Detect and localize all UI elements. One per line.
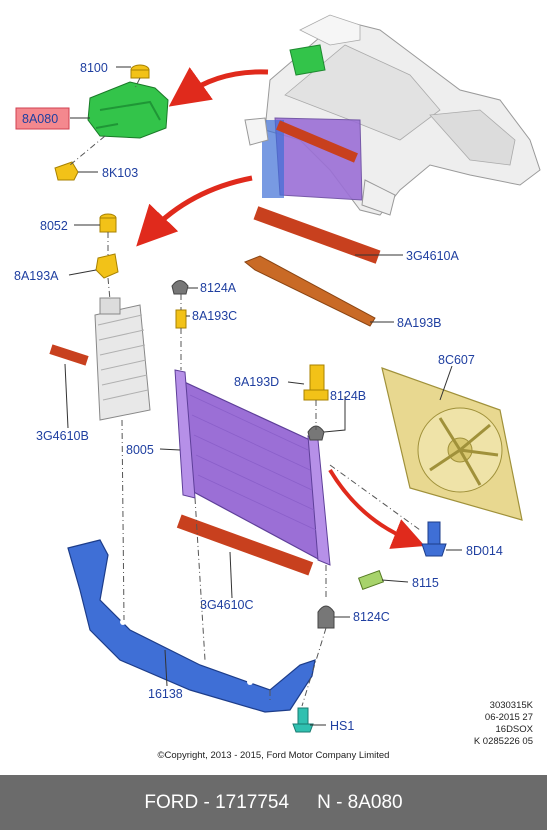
leader-8A193D — [287, 381, 305, 385]
assembly-line — [121, 419, 125, 621]
label-8A080[interactable]: 8A080 — [22, 112, 58, 126]
label-8052[interactable]: 8052 — [40, 219, 68, 233]
label-16138[interactable]: 16138 — [148, 687, 183, 701]
leader-8115 — [381, 579, 409, 583]
highlight-box — [15, 107, 70, 130]
grommet-8124A — [171, 280, 189, 295]
hose-8A193A — [95, 253, 119, 279]
cap-8052 — [99, 213, 117, 233]
label-3G4610B[interactable]: 3G4610B — [36, 429, 89, 443]
copyright-notice: ©Copyright, 2013 - 2015, Ford Motor Comp… — [157, 750, 390, 761]
seal-3G4610B — [49, 344, 89, 366]
label-8115[interactable]: 8115 — [412, 576, 439, 590]
assembly-line — [69, 135, 106, 166]
seal-3G4610C — [176, 514, 314, 576]
crossmember — [67, 539, 316, 713]
intercooler — [94, 297, 151, 421]
bracket-8A193B — [244, 255, 376, 327]
leader-3G4610B — [64, 363, 69, 429]
exploded-parts-diagram: 8100 8A080 8K103 8052 8A193A 3G4610A 812… — [14, 14, 541, 733]
label-8A193C[interactable]: 8A193C — [192, 309, 237, 323]
leader-8005 — [159, 448, 181, 451]
label-8005[interactable]: 8005 — [126, 443, 154, 457]
footer-bar: FORD - 1717754 N - 8A080 — [0, 775, 547, 830]
assembly-line — [301, 627, 327, 707]
assembly-line — [329, 464, 421, 531]
ref-line: 06-2015 27 — [484, 712, 533, 723]
label-8124A[interactable]: 8124A — [200, 281, 237, 295]
leader-8C607 — [439, 365, 453, 401]
mount-8124C — [317, 605, 335, 629]
grommet-8124B — [307, 425, 325, 441]
label-3G4610C[interactable]: 3G4610C — [200, 598, 254, 612]
label-3G4610A[interactable]: 3G4610A — [406, 249, 459, 263]
ref-line: 16DSOX — [495, 724, 534, 735]
assembly-line — [134, 77, 141, 89]
level-sensor — [54, 161, 79, 181]
red-curved-arrow-icon — [136, 175, 253, 247]
clip-8A193D — [303, 364, 329, 401]
ref-line: K 0285226 05 — [473, 736, 533, 747]
ref-line: 3030315K — [489, 700, 533, 711]
assembly-line — [194, 497, 206, 661]
seal-3G4610A — [253, 206, 381, 264]
footer-part-number: FORD - 1717754 — [144, 791, 290, 813]
label-8124C[interactable]: 8124C — [353, 610, 390, 624]
red-curved-arrow-icon — [168, 67, 269, 107]
label-8D014[interactable]: 8D014 — [466, 544, 503, 558]
leader-8124B — [323, 396, 346, 433]
assembly-line — [107, 277, 111, 301]
label-8100[interactable]: 8100 — [80, 61, 108, 75]
leader-16138 — [164, 649, 168, 687]
leader-8A193A — [68, 269, 97, 276]
drawing-reference-block: 3030315K 06-2015 27 16DSOX K 0285226 05 — [474, 700, 533, 748]
clip-8A193C — [175, 309, 187, 329]
front-end-structure — [244, 14, 541, 216]
coolant-reservoir — [87, 81, 169, 139]
leader-3G4610C — [229, 551, 233, 599]
label-HS1[interactable]: HS1 — [330, 719, 354, 733]
sensor-8115 — [357, 569, 385, 591]
footer-reference: N - 8A080 — [317, 791, 403, 813]
label-8C607[interactable]: 8C607 — [438, 353, 475, 367]
label-8K103[interactable]: 8K103 — [102, 166, 138, 180]
red-curved-arrow-icon — [328, 468, 425, 549]
reservoir-cap — [130, 64, 150, 79]
label-8A193D[interactable]: 8A193D — [234, 375, 279, 389]
fan-shroud — [381, 367, 523, 521]
bolt-HS1 — [292, 707, 314, 733]
label-8124B[interactable]: 8124B — [330, 389, 366, 403]
label-8A193A[interactable]: 8A193A — [14, 269, 59, 283]
bolt-8D014 — [421, 521, 447, 557]
label-8A193B[interactable]: 8A193B — [397, 316, 441, 330]
